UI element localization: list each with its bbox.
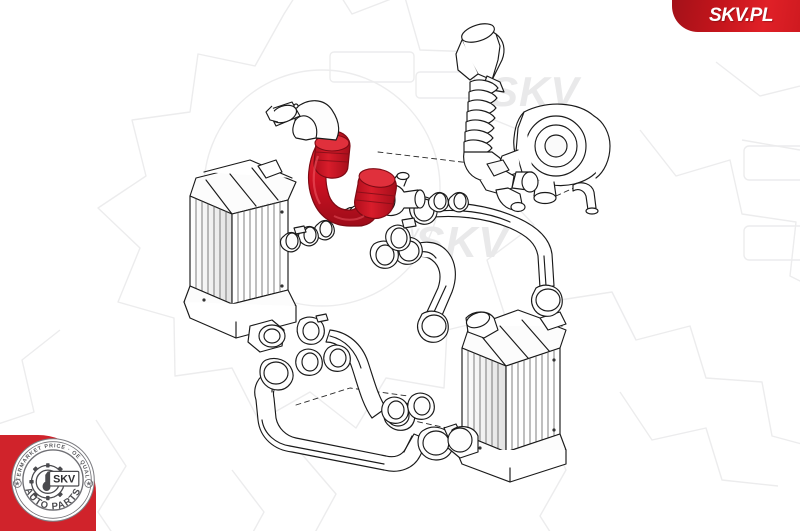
quality-badge[interactable]: AFTERMARKET PRICE · OE QUALITY AUTO PART… xyxy=(0,427,104,531)
badge-seal: AFTERMARKET PRICE · OE QUALITY AUTO PART… xyxy=(10,437,95,522)
skv-brand-banner[interactable]: SKV.PL xyxy=(672,0,800,32)
intercooler-right xyxy=(447,309,567,483)
connector-sleeves-lower-right xyxy=(381,392,435,424)
gear-piston-emblem: SKV xyxy=(29,463,80,501)
badge-center-text: SKV xyxy=(53,474,76,486)
brand-banner-label: SKV.PL xyxy=(709,5,773,26)
metal-elbow-pipe-with-flange xyxy=(265,100,340,141)
intercooler-left xyxy=(183,159,297,353)
connector-sleeves-lower-left xyxy=(295,344,351,376)
hose-clamp-lower-sleeve xyxy=(385,217,417,252)
hose-clamp-left-intercooler xyxy=(296,313,329,345)
connector-sleeve-row-right xyxy=(427,191,469,213)
turbocharger-compressor xyxy=(497,103,611,205)
middle-hose-to-right-intercooler xyxy=(393,236,456,343)
corrugated-intake-hose xyxy=(455,23,539,213)
small-angled-breather-pipe xyxy=(572,182,599,215)
charge-air-hose-highlighted xyxy=(307,130,397,227)
